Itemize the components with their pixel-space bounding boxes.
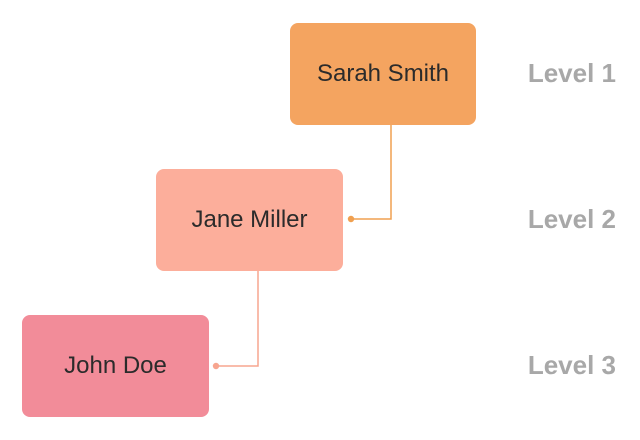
node-label: Sarah Smith xyxy=(316,60,450,87)
node-label: Jane Miller xyxy=(191,206,308,233)
connector-jane-to-john xyxy=(212,271,259,370)
level-3-label: Level 3 xyxy=(527,350,616,380)
node-label: John Doe xyxy=(64,352,167,379)
connector-sarah-to-jane xyxy=(347,125,392,223)
node-jane-miller[interactable]: Jane Miller xyxy=(156,169,343,271)
level-2-label: Level 2 xyxy=(527,204,616,234)
node-sarah-smith[interactable]: Sarah Smith xyxy=(290,23,476,125)
node-john-doe[interactable]: John Doe xyxy=(22,315,209,417)
level-1-label: Level 1 xyxy=(527,58,616,88)
